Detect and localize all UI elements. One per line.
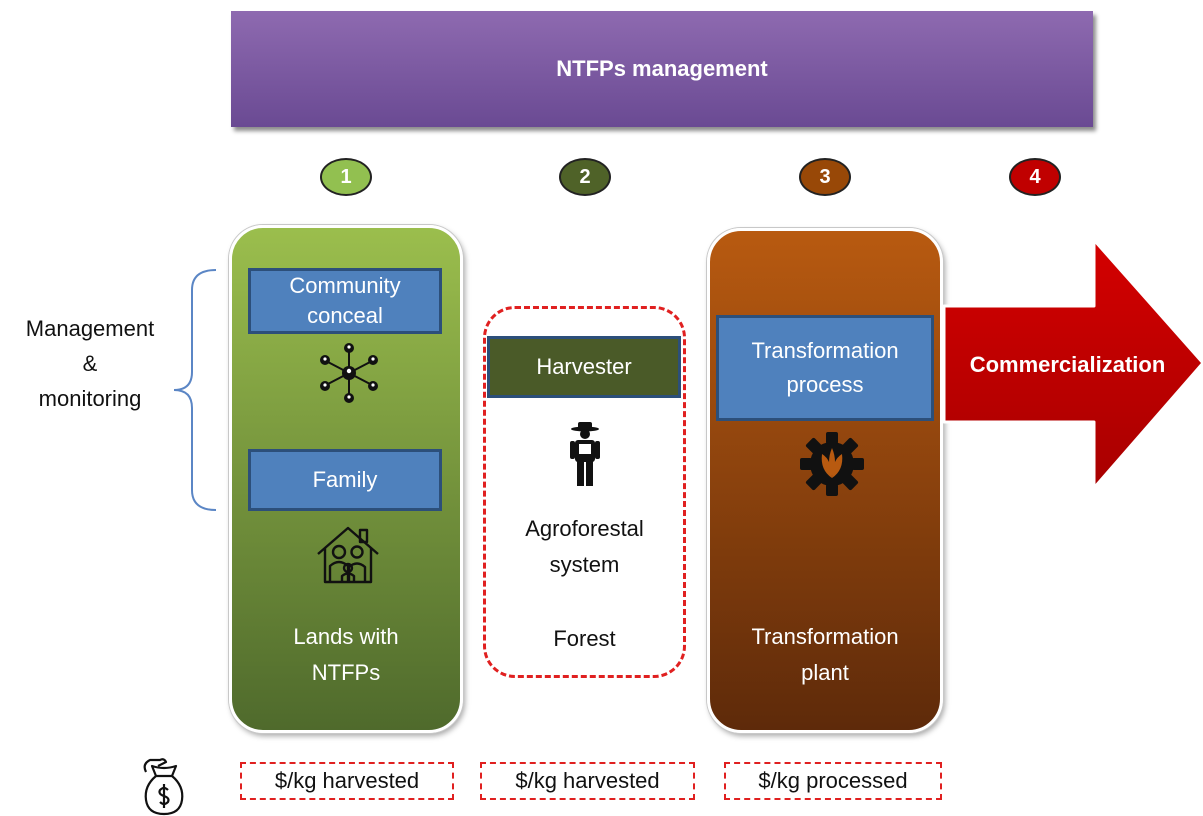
family-box: Family xyxy=(248,449,442,511)
price-label-1: $/kg harvested xyxy=(274,768,420,793)
ntfps-management-banner: NTFPs management xyxy=(231,11,1093,127)
transformation-process-line-2: process xyxy=(786,372,864,397)
commercialization-arrow xyxy=(942,238,1203,490)
plant-caption-line-1: Transformation xyxy=(751,624,899,649)
transformation-process-line-1: Transformation xyxy=(751,338,899,363)
price-box-2: $/kg harvested xyxy=(480,762,695,800)
lands-caption-line-1: Lands with xyxy=(293,624,399,649)
money-bag-icon xyxy=(143,758,184,816)
step-1-number: 1 xyxy=(340,165,352,188)
agroforestal-line-2: system xyxy=(549,552,620,577)
family-house-icon xyxy=(317,526,379,584)
management-monitoring-label: Management & monitoring xyxy=(0,311,180,416)
agroforestal-panel xyxy=(483,306,686,678)
step-2-badge: 2 xyxy=(559,158,611,196)
family-label: Family xyxy=(312,467,378,492)
price-box-3: $/kg processed xyxy=(724,762,942,800)
commercialization-label: Commercialization xyxy=(969,352,1166,377)
lands-caption-line-2: NTFPs xyxy=(311,660,381,685)
step-3-badge: 3 xyxy=(799,158,851,196)
lands-caption: Lands with NTFPs xyxy=(229,620,463,690)
community-conceal-label: Community conceal xyxy=(289,273,401,328)
transformation-plant-caption: Transformation plant xyxy=(707,620,943,690)
step-3-number: 3 xyxy=(819,165,831,188)
plant-caption-line-2: plant xyxy=(801,660,849,685)
step-4-badge: 4 xyxy=(1009,158,1061,196)
side-line-2: & xyxy=(82,351,98,376)
banner-title: NTFPs management xyxy=(556,56,768,81)
harvester-box: Harvester xyxy=(487,336,681,398)
agroforestal-text: Agroforestal system xyxy=(483,512,686,582)
agroforestal-line-1: Agroforestal xyxy=(525,516,644,541)
gear-leaf-icon xyxy=(800,432,864,496)
commercialization-label-wrap: Commercialization xyxy=(932,343,1203,387)
transformation-process-box: Transformation process xyxy=(716,315,934,421)
network-people-icon xyxy=(320,343,378,403)
step-1-badge: 1 xyxy=(320,158,372,196)
step-2-number: 2 xyxy=(579,165,591,188)
side-line-3: monitoring xyxy=(38,386,142,411)
forest-text: Forest xyxy=(483,622,686,656)
price-label-3: $/kg processed xyxy=(758,768,908,793)
price-label-2: $/kg harvested xyxy=(515,768,660,793)
side-line-1: Management xyxy=(25,316,155,341)
step-4-number: 4 xyxy=(1029,165,1041,188)
community-conceal-box: Community conceal xyxy=(248,268,442,334)
left-brace xyxy=(173,269,217,511)
farmer-icon xyxy=(570,422,600,486)
harvester-label: Harvester xyxy=(536,354,632,379)
price-box-1: $/kg harvested xyxy=(240,762,454,800)
forest-label: Forest xyxy=(553,626,616,651)
